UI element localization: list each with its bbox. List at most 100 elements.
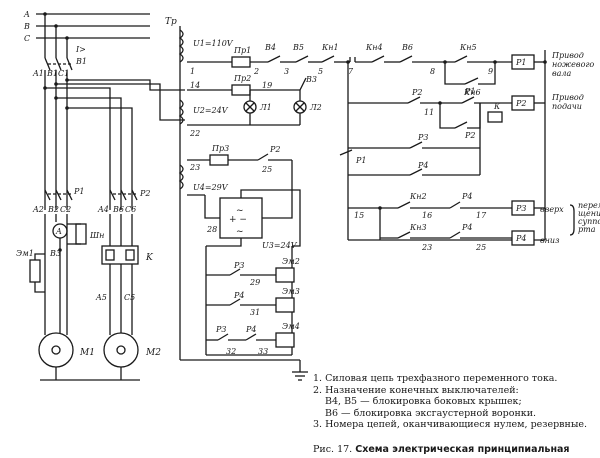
breaker-c1: C1 [58, 69, 69, 78]
fuse-pr2 [231, 84, 251, 96]
em2-label: Эм2 [282, 257, 300, 266]
main-breaker: I> A1 B1 C1 B1 [32, 14, 87, 78]
phase-a-label: A [23, 10, 30, 19]
motor-m2-label: М2 [145, 348, 161, 358]
wire-8: 8 [430, 67, 435, 76]
breaker-b1: B1 [46, 69, 58, 78]
thermal-k-contact [487, 111, 503, 123]
p4-up-contact-label: Р4 [461, 192, 472, 201]
note-1: 1. Силовая цепь трехфазного переменного … [313, 373, 558, 384]
shunt [75, 223, 87, 245]
switch-b5-label: В5 [292, 43, 304, 52]
transformer-label: Тр [165, 17, 177, 27]
em1-label: Эм1 [16, 249, 34, 258]
switch-b3-label: В3 [305, 75, 317, 84]
p4-contact-label: Р4 [417, 161, 428, 170]
wire-15: 17 [476, 211, 487, 220]
contactor-p1: P1 A2 B2 C2 [32, 187, 84, 214]
p1-power-label: P1 [73, 187, 84, 196]
wire-1: 1 [190, 67, 195, 76]
output-up: вверх [540, 205, 564, 214]
note-2a: В4, В5 — блокировка боковых крышек; [325, 396, 522, 407]
fuse-pr2-label: Пр2 [233, 74, 251, 83]
ammeter-label: A [55, 227, 62, 236]
relay-p1-coil-label: Р1 [515, 58, 526, 67]
fuse-pr3-label: Пр3 [211, 144, 229, 153]
m2-a4: A4 [97, 205, 109, 214]
wire-16: 23 [421, 243, 432, 252]
m1-a2: A2 [32, 205, 44, 214]
figure-number: Рис. 17. [313, 444, 353, 455]
u2-label: U2=24V [193, 106, 229, 115]
m2-c5: C5 [124, 293, 135, 302]
wire-2: 2 [253, 67, 259, 76]
thermal-k-contact-label: К [493, 102, 501, 111]
u1-label: U1=110V [193, 39, 234, 48]
wire-17: 25 [475, 243, 486, 252]
wire-32: 32 [226, 347, 236, 356]
p2-rect-contact-label: Р2 [269, 145, 280, 154]
shunt-label: Шн [89, 231, 104, 240]
motor-m2-branch: K A5 C5 М2 [95, 214, 161, 380]
m2-c6: C6 [125, 205, 136, 214]
note-2b: В6 — блокировка эксгаустерной воронки. [325, 407, 537, 419]
u4-label: U4=29V [193, 183, 229, 192]
relay-p4-coil [511, 230, 535, 246]
wire-23: 23 [189, 163, 200, 172]
em3-coil [275, 297, 295, 313]
figure-title: Схема электрическая принципиальная [355, 444, 570, 455]
em4-label: Эм4 [282, 322, 300, 331]
em3-label: Эм3 [282, 287, 300, 296]
wire-28: 28 [206, 225, 217, 234]
wire-33: 33 [258, 347, 268, 356]
thermal-relay-label: K [145, 253, 154, 263]
p1-hold-label: Р1 [464, 87, 475, 96]
button-kn3-label: Кн3 [409, 223, 427, 232]
wire-12: 14 [190, 81, 200, 90]
wire-19: 19 [262, 81, 272, 90]
wire-3: 3 [284, 67, 289, 76]
transformer: Тр U1=110V U2=24V U4=29V [165, 17, 234, 360]
button-kn5-label: Кн5 [459, 43, 477, 52]
fuse-pr3 [209, 154, 229, 166]
fuse-pr1-label: Пр1 [233, 46, 251, 55]
output-down: вниз [540, 236, 559, 245]
wire-25: 25 [261, 165, 272, 174]
p3-contact-label: Р3 [417, 133, 428, 142]
ground-symbol [180, 359, 308, 381]
relay-p2-coil-label: Р2 [515, 99, 526, 108]
p4-em4-contact-label: Р4 [245, 325, 256, 334]
p1-interlock-label: Р1 [355, 156, 366, 165]
button-kn1-label: Кн1 [321, 43, 339, 52]
phase-c-label: C [24, 34, 30, 43]
wire-11: 11 [424, 108, 434, 117]
em1-coil [29, 259, 41, 283]
notes: 1. Силовая цепь трехфазного переменного … [313, 373, 598, 431]
m2-b6: B6 [112, 205, 124, 214]
m1-c2: C2 [60, 205, 71, 214]
m2-a5: A5 [95, 293, 107, 302]
m1-b2: B2 [47, 205, 59, 214]
phase-bus: A B C [23, 10, 150, 43]
wire-13: 15 [354, 211, 364, 220]
rectifier-dc: + − [229, 215, 247, 225]
rectifier-ac-top: ~ [236, 206, 244, 216]
motor-m1-branch: A Шн B3 Эм1 М1 [16, 214, 104, 380]
p2-power-label: P2 [139, 189, 150, 198]
relay-p4-coil-label: Р4 [515, 234, 526, 243]
wire-7: 7 [348, 67, 354, 76]
motor-m1-label: М1 [79, 348, 95, 358]
em4-coil [275, 332, 295, 348]
breaker-a1: A1 [32, 69, 44, 78]
lamp-l1-label: Л1 [259, 103, 272, 112]
wire-22: 22 [189, 129, 200, 138]
wire-29: 29 [249, 278, 260, 287]
fuse-pr1 [231, 56, 251, 68]
lamp-l2-label: Л2 [309, 103, 322, 112]
p3-em4-contact-label: Р3 [215, 325, 226, 334]
control-line-main: Пр1 В4 В5 В3 Кн1 Кн4 В6 Кн5 Р1 1 2 3 5 7… [187, 43, 545, 96]
p3-down-contact-label: Р4 [461, 223, 472, 232]
